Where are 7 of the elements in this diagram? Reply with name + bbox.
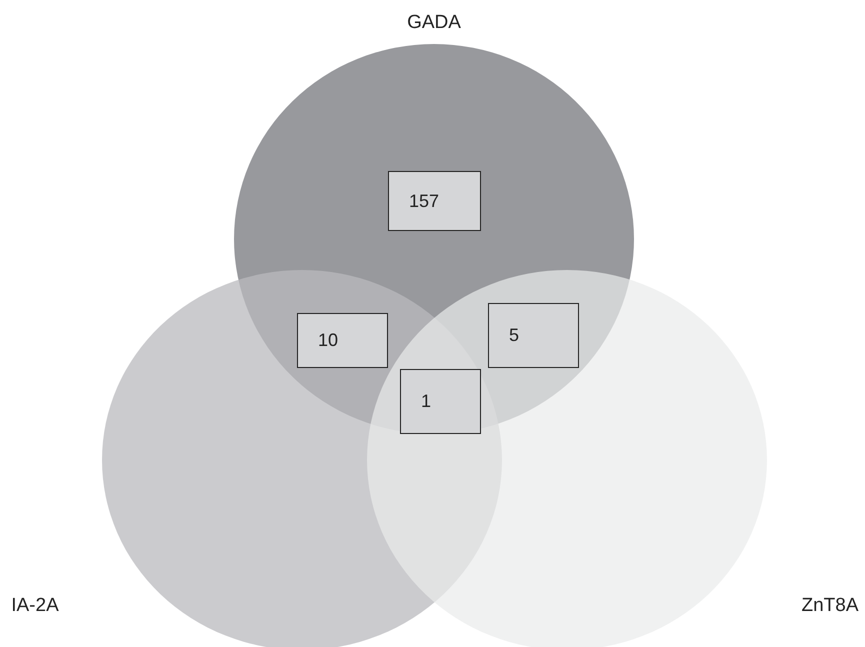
count-box: 157 bbox=[388, 171, 481, 231]
set-label: IA-2A bbox=[11, 595, 59, 617]
count-box: 1 bbox=[400, 369, 481, 434]
count-box: 5 bbox=[488, 303, 579, 368]
set-label: ZnT8A bbox=[801, 595, 859, 617]
count-box: 10 bbox=[297, 313, 388, 368]
set-label: GADA bbox=[407, 12, 461, 34]
